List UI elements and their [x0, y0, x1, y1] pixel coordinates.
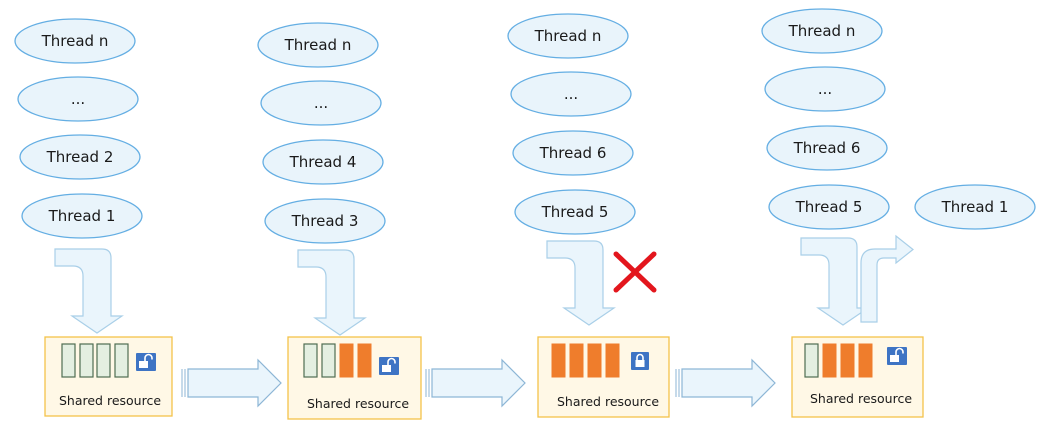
stage-1-shared-resource: Shared resource	[44, 336, 173, 417]
thread-label: Thread 1	[48, 207, 116, 225]
thread-label: Thread 4	[289, 153, 357, 171]
thread-ellipse: Thread n	[761, 8, 883, 54]
stage-1: Thread n ... Thread 2 Thread 1	[14, 18, 173, 417]
stage-3: Thread n ... Thread 6 Thread 5	[507, 13, 670, 418]
thread-label: Thread n	[284, 36, 352, 54]
thread-label: ...	[71, 90, 85, 108]
stage-arrow-2-3	[425, 358, 526, 408]
enter-arrow-icon	[297, 249, 367, 336]
resource-label: Shared resource	[557, 394, 659, 409]
unlocked-padlock-icon	[136, 353, 156, 371]
thread-label: Thread 6	[793, 139, 861, 157]
thread-label: Thread 3	[291, 212, 359, 230]
enter-arrow-icon	[546, 240, 616, 326]
stage-arrow-3-4	[675, 358, 776, 408]
resource-slot	[605, 343, 620, 378]
enter-arrow-icon	[54, 248, 124, 334]
resource-slots	[61, 343, 129, 378]
thread-ellipse: ...	[764, 66, 886, 112]
resource-slot	[587, 343, 602, 378]
stage-2-thread-queue: Thread n ... Thread 4 Thread 3	[257, 22, 386, 244]
unlocked-padlock-icon	[379, 357, 399, 375]
resource-slot	[303, 343, 318, 378]
resource-slot	[357, 343, 372, 378]
stage-3-thread-queue: Thread n ... Thread 6 Thread 5	[507, 13, 636, 235]
thread-label: ...	[314, 94, 328, 112]
thread-ellipse: Thread 6	[766, 125, 888, 171]
resource-label: Shared resource	[810, 391, 912, 406]
released-thread: Thread 1	[914, 184, 1036, 230]
resource-slot	[61, 343, 76, 378]
thread-label: ...	[564, 85, 578, 103]
thread-label: Thread n	[41, 32, 109, 50]
thread-label: Thread 2	[46, 148, 114, 166]
resource-slot	[551, 343, 566, 378]
resource-slot	[804, 343, 819, 378]
locked-padlock-icon	[631, 352, 649, 370]
resource-slots	[551, 343, 620, 378]
resource-slot	[96, 343, 111, 378]
resource-label: Shared resource	[59, 393, 161, 408]
exit-arrow-icon	[860, 234, 914, 323]
thread-ellipse: Thread n	[257, 22, 379, 68]
thread-label: Thread 5	[795, 198, 863, 216]
enter-arrow-icon	[800, 237, 870, 326]
resource-slot	[114, 343, 129, 378]
thread-ellipse: Thread 1	[21, 193, 143, 239]
thread-ellipse: Thread 2	[19, 134, 141, 180]
stage-2: Thread n ... Thread 4 Thread 3	[257, 22, 422, 420]
resource-slots	[804, 343, 873, 378]
thread-ellipse: ...	[510, 71, 632, 117]
resource-slot	[822, 343, 837, 378]
stage-2-shared-resource: Shared resource	[287, 336, 422, 420]
thread-ellipse: ...	[17, 76, 139, 122]
resource-slots	[303, 343, 372, 378]
released-thread-label: Thread 1	[941, 198, 1009, 216]
thread-label: ...	[818, 80, 832, 98]
thread-label: Thread 6	[539, 144, 607, 162]
thread-ellipse: Thread 5	[768, 184, 890, 230]
unlocked-padlock-icon	[887, 347, 907, 365]
thread-ellipse: ...	[260, 80, 382, 126]
thread-ellipse: Thread 4	[262, 139, 384, 185]
thread-ellipse: Thread n	[14, 18, 136, 64]
resource-slot	[79, 343, 94, 378]
resource-slot	[569, 343, 584, 378]
stage-arrow-1-2	[181, 358, 282, 408]
resource-slot	[321, 343, 336, 378]
stage-4: Thread n ... Thread 6 Thread 5 Thread 1	[761, 8, 1036, 418]
stage-4-shared-resource: Shared resource	[791, 336, 924, 418]
stage-1-thread-queue: Thread n ... Thread 2 Thread 1	[14, 18, 143, 239]
thread-label: Thread n	[788, 22, 856, 40]
red-x-icon	[613, 251, 657, 293]
resource-label: Shared resource	[307, 396, 409, 411]
thread-ellipse: Thread 5	[514, 189, 636, 235]
thread-ellipse: Thread 6	[512, 130, 634, 176]
stage-4-thread-queue: Thread n ... Thread 6 Thread 5	[761, 8, 890, 230]
thread-ellipse: Thread 3	[264, 198, 386, 244]
thread-label: Thread n	[534, 27, 602, 45]
stage-3-shared-resource: Shared resource	[537, 336, 670, 418]
resource-slot	[858, 343, 873, 378]
thread-label: Thread 5	[541, 203, 609, 221]
resource-slot	[840, 343, 855, 378]
thread-ellipse: Thread n	[507, 13, 629, 59]
resource-slot	[339, 343, 354, 378]
